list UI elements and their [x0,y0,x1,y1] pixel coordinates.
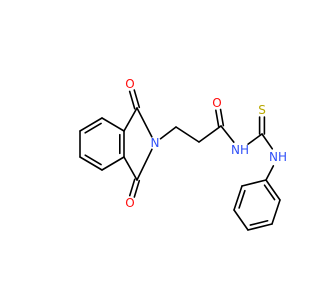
double-bond [263,184,276,201]
single-bond [136,148,153,181]
single-bond [265,165,275,181]
double-bond [215,109,220,128]
double-bond [84,154,102,166]
single-bond [101,156,125,171]
oxygen-atom-label: O [125,196,134,210]
sulfur-atom-label: S [258,103,266,117]
nitrogen-atom-label: N [151,136,160,150]
single-bond [241,179,267,187]
double-bond [238,189,246,209]
single-bond [136,107,153,138]
single-bond [220,125,235,143]
single-bond [123,156,138,181]
double-bond [79,117,103,132]
single-bond [123,107,138,132]
single-bond [101,117,125,132]
single-bond [271,199,281,225]
double-bond [84,122,102,134]
nitrogen-atom-label: NH [269,150,287,164]
single-bond [261,133,274,150]
double-bond [249,219,269,226]
double-bond [133,179,141,198]
oxygen-atom-label: O [125,77,134,91]
double-bond [128,90,136,110]
double-bond [133,89,141,109]
double-bond [265,179,281,201]
double-bond [233,185,243,211]
oxygen-atom-label: O [212,96,221,110]
atom-label-layer: O N O O NH S NH [125,77,287,210]
single-bond [233,209,249,231]
single-bond [247,133,263,145]
single-bond [159,126,177,140]
single-bond [175,126,200,143]
molecule-structure: O N O O NH S NH [79,77,287,231]
double-bond [128,178,136,197]
bond-layer [79,89,281,231]
double-bond [219,108,225,127]
double-bond [247,223,273,231]
single-bond [198,125,222,143]
nitrogen-atom-label: NH [231,143,249,157]
double-bond [79,156,103,171]
